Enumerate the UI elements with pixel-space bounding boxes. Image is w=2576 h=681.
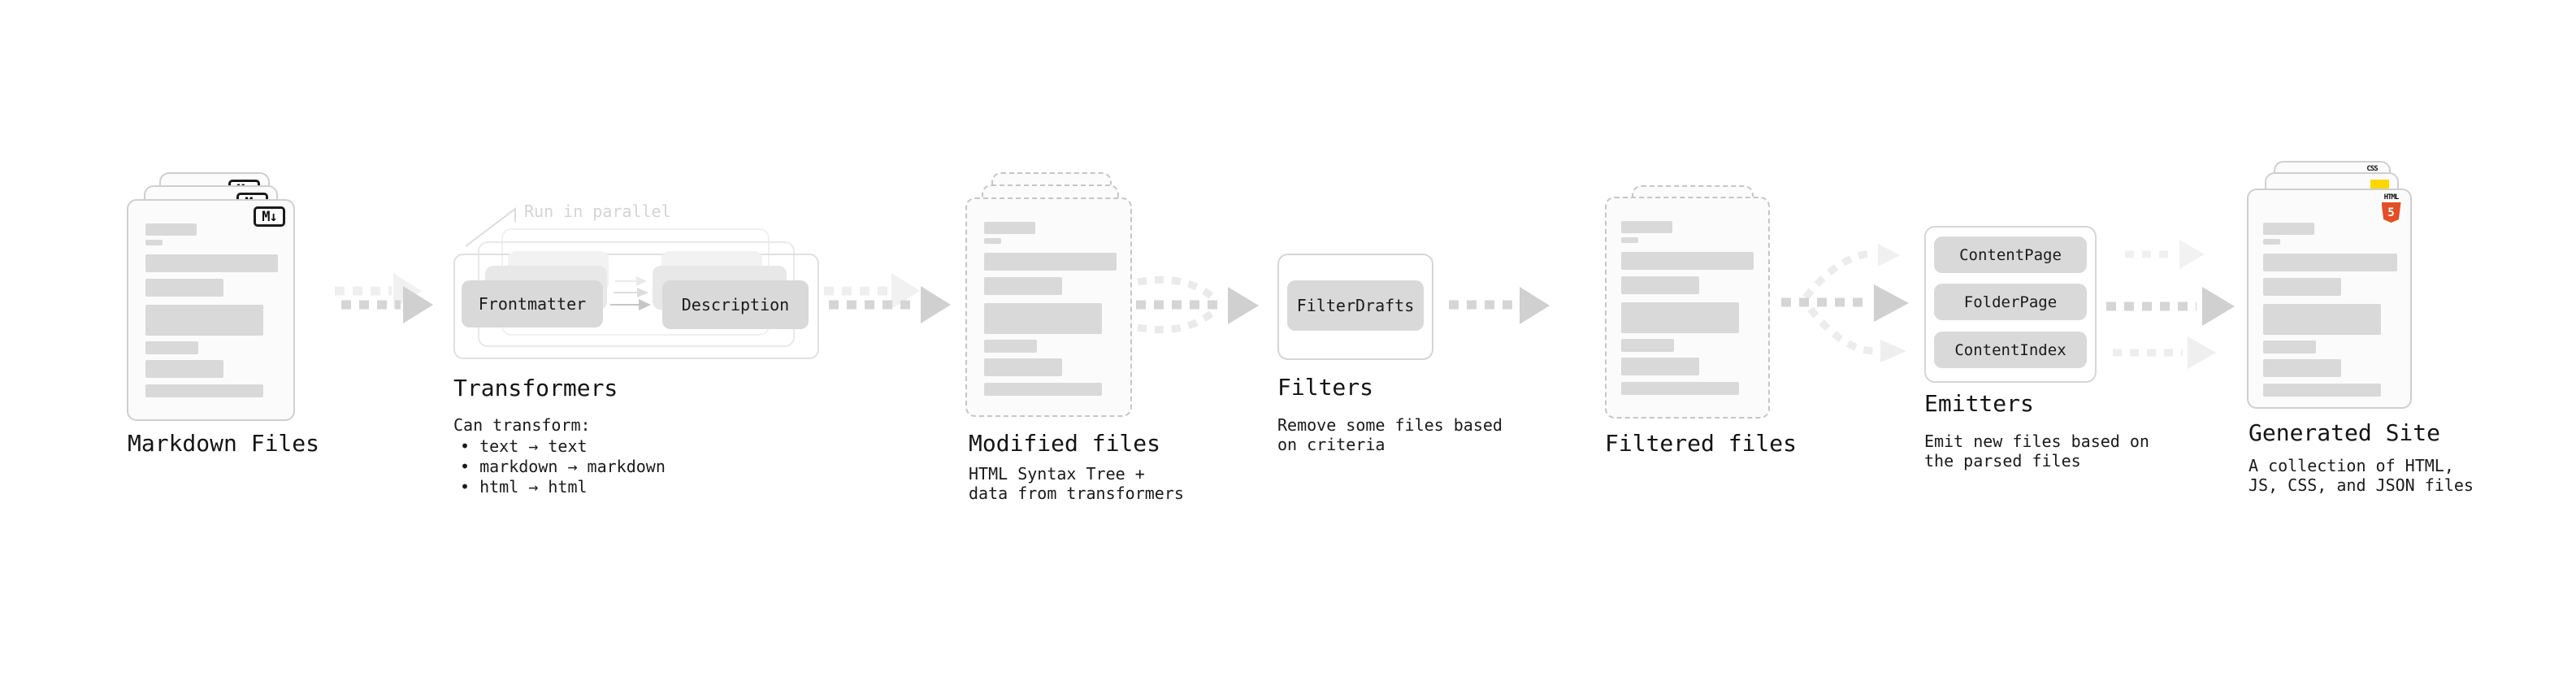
emitter-content-index-pill: ContentIndex bbox=[1934, 332, 2087, 368]
transformers-bullet: • text → text bbox=[460, 436, 588, 456]
text-line-bar bbox=[1621, 221, 1672, 233]
emitters-description: the parsed files bbox=[1924, 451, 2081, 471]
text-line-bar bbox=[2263, 304, 2381, 335]
document-content-placeholder bbox=[1621, 221, 1754, 395]
transformer-description-pill: Description bbox=[662, 280, 809, 329]
text-line-bar bbox=[984, 238, 1001, 244]
transformer-frontmatter-pill: Frontmatter bbox=[462, 280, 603, 327]
stage-title-emitters: Emitters bbox=[1924, 390, 2034, 417]
document-content-placeholder bbox=[984, 222, 1117, 396]
emitters-description: Emit new files based on bbox=[1924, 432, 2149, 451]
text-line-bar bbox=[984, 340, 1037, 353]
text-line-bar bbox=[984, 358, 1062, 376]
text-line-bar bbox=[984, 222, 1035, 234]
text-line-bar bbox=[2263, 278, 2341, 296]
generated-site-description: JS, CSS, and JSON files bbox=[2249, 475, 2474, 495]
text-line-bar bbox=[984, 303, 1102, 334]
document-content-placeholder bbox=[2263, 223, 2397, 397]
transformers-subtitle: Can transform: bbox=[453, 415, 591, 435]
js-icon bbox=[2370, 180, 2389, 190]
text-line-bar bbox=[145, 254, 278, 272]
arrow-markdown-to-transformers-icon bbox=[335, 273, 433, 323]
text-line-bar bbox=[2263, 359, 2341, 377]
transformers-bullet: • html → html bbox=[460, 477, 588, 497]
text-line-bar bbox=[145, 223, 197, 236]
stage-title-generated-site: Generated Site bbox=[2249, 419, 2441, 446]
text-line-bar bbox=[2263, 340, 2316, 354]
text-line-bar bbox=[145, 360, 223, 378]
stage-title-transformers: Transformers bbox=[453, 375, 618, 401]
arrow-transformers-to-modified-icon bbox=[824, 273, 951, 323]
text-line-bar bbox=[145, 240, 163, 245]
text-line-bar bbox=[984, 383, 1102, 396]
emitter-folder-page-pill: FolderPage bbox=[1934, 284, 2087, 320]
transformer-layer-box bbox=[453, 254, 819, 359]
html5-icon: HTML 5 bbox=[2380, 193, 2402, 223]
filter-drafts-pill: FilterDrafts bbox=[1287, 280, 1424, 331]
markdown-icon: M↓ bbox=[254, 206, 285, 227]
arrow-filtered-to-emitters-icon bbox=[1781, 244, 1909, 362]
text-line-bar bbox=[1621, 276, 1699, 294]
text-line-bar bbox=[145, 384, 263, 397]
css-badge-label: CSS bbox=[2366, 165, 2378, 173]
transformers-bullet: • markdown → markdown bbox=[460, 457, 666, 476]
file-card bbox=[965, 197, 1132, 417]
stage-title-markdown-files: Markdown Files bbox=[128, 430, 320, 457]
text-line-bar bbox=[1621, 339, 1674, 352]
modified-files-description: data from transformers bbox=[969, 484, 1184, 503]
modified-files-description: HTML Syntax Tree + bbox=[969, 464, 1145, 484]
text-line-bar bbox=[145, 305, 263, 336]
html5-number: 5 bbox=[2387, 206, 2395, 219]
text-line-bar bbox=[145, 279, 223, 297]
stage-title-filters: Filters bbox=[1277, 374, 1374, 401]
document-content-placeholder bbox=[145, 223, 278, 397]
text-line-bar bbox=[2263, 384, 2381, 397]
html5-shield: 5 bbox=[2381, 202, 2401, 223]
arrow-filters-to-filtered-icon bbox=[1449, 287, 1550, 324]
text-line-bar bbox=[1621, 382, 1739, 395]
emitter-content-page-pill: ContentPage bbox=[1934, 236, 2087, 273]
text-line-bar bbox=[1621, 252, 1754, 270]
filters-description: Remove some files based bbox=[1277, 415, 1503, 435]
arrow-emitters-to-site-icon bbox=[2106, 240, 2235, 369]
text-line-bar bbox=[145, 341, 198, 354]
text-line-bar bbox=[2263, 239, 2280, 245]
text-line-bar bbox=[2263, 254, 2397, 271]
text-line-bar bbox=[2263, 223, 2314, 235]
text-line-bar bbox=[1621, 302, 1739, 333]
file-card: M↓ bbox=[127, 199, 295, 421]
text-line-bar bbox=[1621, 237, 1638, 243]
generated-site-description: A collection of HTML, bbox=[2249, 456, 2454, 475]
file-card: HTML 5 bbox=[2247, 189, 2412, 409]
text-line-bar bbox=[984, 253, 1117, 271]
stage-title-modified-files: Modified files bbox=[969, 430, 1161, 457]
filters-description: on criteria bbox=[1277, 435, 1386, 454]
arrow-modified-to-filters-icon bbox=[1136, 275, 1259, 334]
html5-badge-label: HTML bbox=[2383, 193, 2400, 202]
run-in-parallel-annotation: Run in parallel bbox=[524, 202, 671, 221]
stage-title-filtered-files: Filtered files bbox=[1605, 430, 1798, 457]
file-card bbox=[1605, 197, 1770, 419]
text-line-bar bbox=[1621, 358, 1699, 375]
text-line-bar bbox=[984, 277, 1062, 295]
